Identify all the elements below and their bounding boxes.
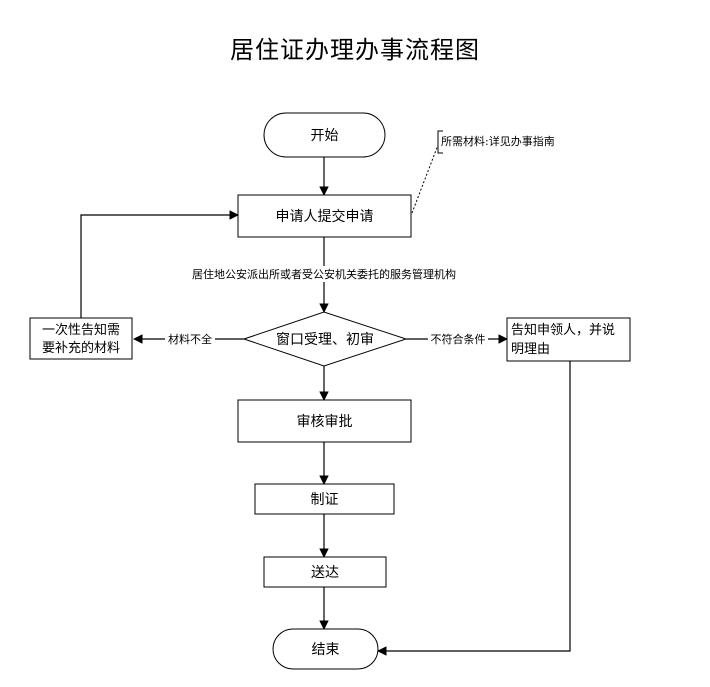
annotation-connector [411,144,439,214]
annotation-label: 所需材料 [441,134,485,148]
make-label: 制证 [311,492,339,508]
deliver-node: 送达 [263,556,387,588]
agency-label: 居住地公安派出所或者受公安机关委托的服务管理机构 [192,267,456,281]
incomplete-label: 材料不全 [168,332,212,346]
deliver-label: 送达 [311,565,339,581]
annotation-bracket [437,130,443,154]
review-label: 审核审批 [297,414,353,430]
arrow-supplement-submit [80,210,239,318]
supplement-node: 一次性告知需 要补充的材料 [29,317,133,360]
make-node: 制证 [254,483,395,515]
review-node: 审核审批 [237,399,412,443]
supplement-line-1: 一次性告知需 [42,322,120,338]
arrow-notify-end [377,361,571,656]
ineligible-label-bg [428,332,488,346]
page-title: 居住证办理办事流程图 [230,36,480,64]
ineligible-label: 不符合条件 [431,332,486,346]
start-label: 开始 [311,128,339,144]
incomplete-label-bg [165,332,215,346]
end-label: 结束 [312,642,340,658]
notify-line-1: 告知申领人，并说 [511,322,615,338]
submit-label: 申请人提交申请 [276,208,374,225]
submit-node: 申请人提交申请 [237,194,412,238]
notify-node: 告知申领人，并说 明理由 [506,317,631,362]
supplement-line-2: 要补充的材料 [42,340,120,356]
notify-line-2: 明理由 [511,342,550,357]
annotation-detail: :详见办事指南 [485,134,555,148]
materials-annotation: 所需材料:详见办事指南 [411,130,555,214]
window-label: 窗口受理、初审 [276,331,374,348]
start-node: 开始 [263,112,386,158]
annotation-text: 所需材料:详见办事指南 [441,134,555,148]
window-decision-node: 窗口受理、初审 [242,311,408,367]
agency-label-bg [180,266,480,282]
end-node: 结束 [272,628,379,670]
